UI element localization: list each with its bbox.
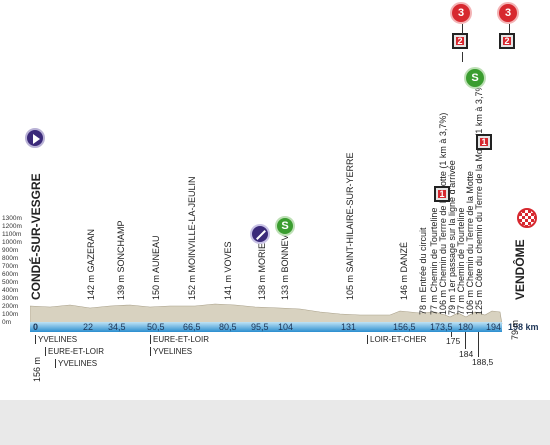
finish-alt: 79 m (510, 319, 520, 340)
km-marker: 131 (341, 322, 357, 332)
km-marker: 180 (458, 322, 474, 332)
category-1-icon: 1 (476, 134, 492, 150)
region-label: YVELINES (35, 335, 77, 344)
y-tick: 1100m (2, 231, 22, 238)
km-marker: 66,5 (183, 322, 201, 332)
km-marker: 50,5 (147, 322, 165, 332)
region-label: EURE-ET-LOIR (150, 335, 209, 344)
region-label: YVELINES (150, 347, 192, 356)
km-below: 188,5 (472, 357, 494, 367)
km-start: 0 (33, 322, 39, 332)
km-marker: 22 (83, 322, 94, 332)
place-label: 142 m GAZERAN (86, 228, 96, 300)
place-label: 78 m Entrée du circuit (418, 227, 428, 315)
km-marker: 194 (486, 322, 502, 332)
category-2-icon: 2 (499, 33, 515, 49)
y-tick: 600m (2, 271, 19, 278)
place-label: 146 m DANZÉ (399, 241, 409, 300)
place-label: 105 m SAINT-HILAIRE-SUR-YERRE (345, 152, 355, 300)
km-marker: 156,5 (393, 322, 416, 332)
y-tick: 500m (2, 279, 19, 286)
category-3-icon: 3 (450, 2, 472, 24)
y-tick: 0m (2, 319, 12, 326)
y-tick: 1200m (2, 223, 22, 230)
y-tick: 700m (2, 263, 19, 270)
feed-zone-icon (250, 224, 270, 244)
distance-bar (30, 322, 502, 332)
region-label: LOIR-ET-CHER (367, 335, 426, 344)
y-tick: 300m (2, 295, 19, 302)
y-tick: 900m (2, 247, 19, 254)
km-total: 198 km (508, 322, 539, 332)
km-marker: 95,5 (251, 322, 269, 332)
km-marker: 173,5 (430, 322, 453, 332)
category-2-icon: 2 (452, 33, 468, 49)
km-below: 175 (446, 336, 461, 346)
y-tick: 200m (2, 303, 19, 310)
place-label: 152 m MOINVILLE-LA-JEULIN (187, 176, 197, 300)
y-tick: 800m (2, 255, 19, 262)
km-marker: 34,5 (108, 322, 126, 332)
start-town: CONDÉ-SUR-VESGRE (29, 173, 43, 300)
place-label: 141 m VOVES (223, 241, 233, 300)
km-marker: 80,5 (219, 322, 237, 332)
y-tick: 400m (2, 287, 19, 294)
start-alt: 156 m (32, 356, 42, 382)
finish-flag-icon (517, 208, 537, 228)
finish-town: VENDÔME (513, 239, 527, 300)
category-1-icon: 1 (434, 186, 450, 202)
km-marker: 104 (278, 322, 294, 332)
start-icon (25, 128, 45, 148)
y-tick: 1000m (2, 239, 22, 246)
bottom-band (0, 400, 550, 445)
elevation-profile (30, 303, 503, 324)
sprint-icon: S (464, 67, 486, 89)
y-tick: 100m (2, 311, 19, 318)
km-below: 184 (459, 349, 474, 359)
place-label: 139 m SONCHAMP (116, 220, 126, 300)
y-tick: 1300m (2, 215, 22, 222)
sprint-icon: S (275, 216, 295, 236)
place-label: 150 m AUNEAU (151, 235, 161, 300)
place-label: 125 m Côte du chemin du Terrre de la Mot… (474, 80, 484, 315)
region-label: EURE-ET-LOIR (45, 347, 104, 356)
category-3-icon: 3 (497, 2, 519, 24)
region-label: YVELINES (55, 359, 97, 368)
